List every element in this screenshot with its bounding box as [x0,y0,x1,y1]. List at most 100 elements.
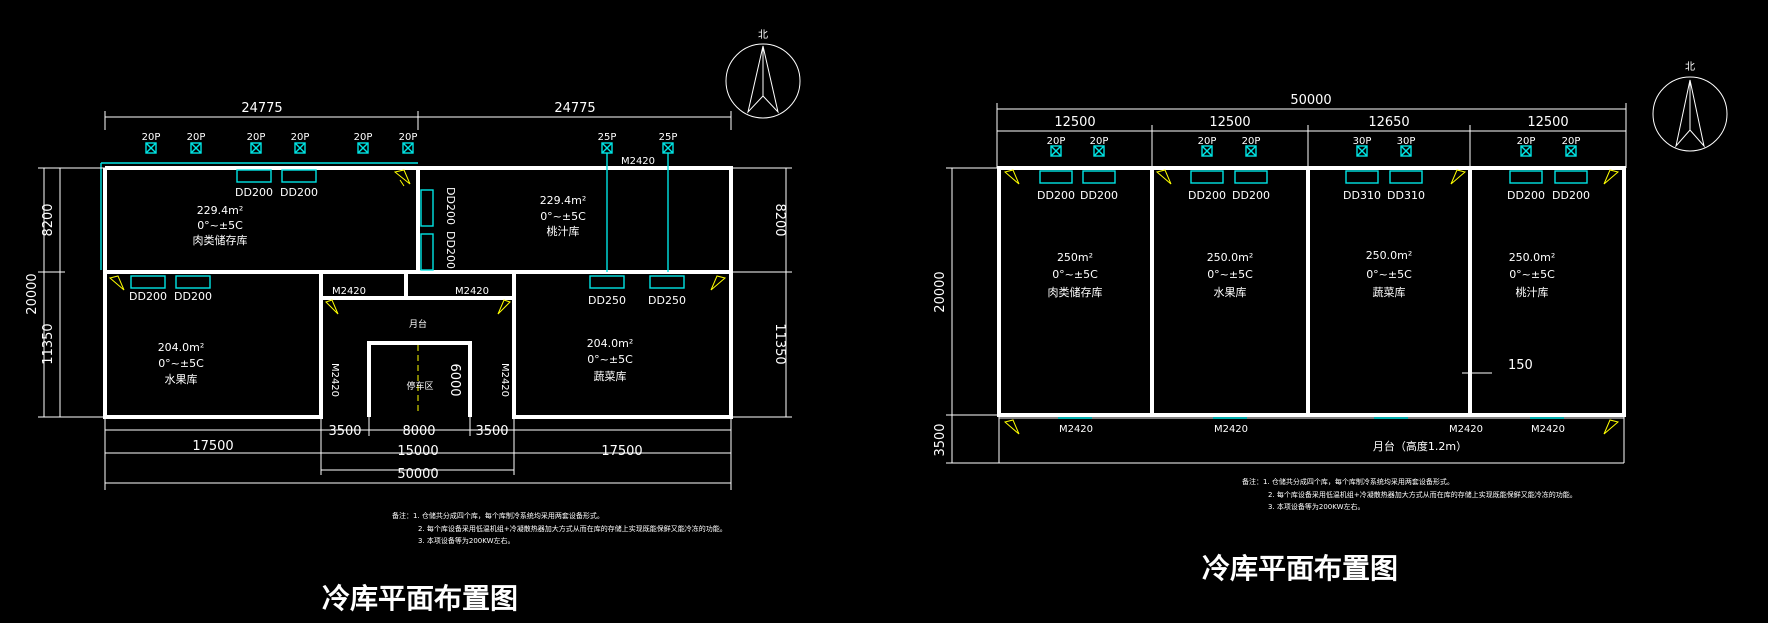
switch-label: 20P [1517,136,1536,147]
parking-label: 停车区 [406,380,433,392]
door-label: M2420 [621,156,655,167]
plan-title: 冷库平面布置图 [1202,552,1398,585]
top-dim-right: 24775 [554,101,595,116]
left-dim-lower: 11350 [41,323,56,364]
room-temp: 0°~±5C [197,219,243,232]
unit-label: DD200 [444,231,457,269]
unit-label: DD200 [1552,189,1590,202]
note-line: 备注：1. 仓储共分成四个库，每个库制冷系统均采用两套设备形式。 [1242,477,1454,486]
room-area: 250.0m² [1207,251,1254,264]
plan-title: 冷库平面布置图 [322,582,518,615]
unit-group: DD200 DD200 [129,275,212,303]
unit-group-vertical: DD200 DD200 [420,187,457,271]
top-dim-left: 24775 [241,101,282,116]
unit-group: DD250 DD250 [588,275,686,307]
left-dim-platform: 3500 [933,423,948,456]
switch-label: 20P [1090,136,1109,147]
unit-label: DD200 [1188,189,1226,202]
room-area: 229.4m² [540,194,587,207]
platform-label: 月台（高度1.2m） [1373,439,1467,453]
room-temp: 0°~±5C [158,357,204,370]
switch-label: 20P [247,132,266,143]
note-line: 3. 本项设备等为200KW左右。 [418,536,515,545]
switch-label: 20P [291,132,310,143]
pass-dim: 8000 [402,424,435,439]
side-dim-right: 17500 [601,444,642,459]
fan-icon [1003,169,1620,435]
right-dim-upper: 8200 [772,203,787,236]
room-3: 250.0m² 0°~±5C 蔬菜库 [1366,249,1413,299]
room-area: 250.0m² [1509,251,1556,264]
door-label: M2420 [1531,424,1565,435]
north-label: 北 [1685,61,1695,73]
room-temp: 0°~±5C [1509,268,1555,281]
middle-dim: 15000 [397,444,438,459]
switch-label: 20P [1198,136,1217,147]
door-label: M2420 [1449,424,1483,435]
room-name: 肉类储存库 [1048,285,1103,299]
unit-group: DD200 DD200 [235,169,318,199]
room-area: 204.0m² [158,341,205,354]
unit-label: DD310 [1343,189,1381,202]
parking-dim: 6000 [447,363,462,396]
door-label: M2420 [329,363,340,397]
room-4: 250.0m² 0°~±5C 桃汁库 [1509,251,1556,299]
switch-label: 25P [598,132,617,143]
door-label: M2420 [1214,424,1248,435]
room-name: 桃汁库 [1516,285,1549,299]
unit-label: DD200 [280,186,318,199]
room-2: 250.0m² 0°~±5C 水果库 [1207,251,1254,299]
side-dim-left: 17500 [192,439,233,454]
unit-label: DD200 [1507,189,1545,202]
unit-label: DD250 [648,294,686,307]
room-temp: 0°~±5C [1207,268,1253,281]
pass-dim: 3500 [328,424,361,439]
segment-dim: 12500 [1209,115,1250,130]
room-name: 肉类储存库 [193,233,248,247]
note-line: 2. 每个库设备采用低温机组+冷凝散热器加大方式从而在库的存储上实现既能保鲜又能… [1268,490,1577,499]
room-2: 229.4m² 0°~±5C 桃汁库 [540,194,587,238]
room-area: 229.4m² [197,204,244,217]
room-temp: 0°~±5C [1052,268,1098,281]
door-label: M2420 [1059,424,1093,435]
switch-label: 20P [399,132,418,143]
room-area: 250m² [1057,251,1093,264]
switch-label: 25P [659,132,678,143]
unit-row: DD200 DD200 DD200 DD200 DD310 DD310 DD20… [1037,170,1590,202]
segment-dim: 12500 [1527,115,1568,130]
plan-2: 北 50000 12500 12500 12650 12500 [933,61,1728,585]
room-area: 204.0m² [587,337,634,350]
total-width: 50000 [1290,93,1331,108]
switch-label: 30P [1353,136,1372,147]
room-1: 250m² 0°~±5C 肉类储存库 [1048,251,1103,299]
unit-label: DD200 [129,290,167,303]
segment-dim: 12650 [1368,115,1409,130]
unit-label: DD200 [1037,189,1075,202]
switch-label: 20P [142,132,161,143]
note-line: 3. 本项设备等为200KW左右。 [1268,502,1365,511]
door-labels: M2420 M2420 M2420 M2420 M2420 [329,156,655,397]
room-name: 蔬菜库 [594,370,627,383]
fan-icon [108,169,727,315]
room-temp: 0°~±5C [540,210,586,223]
platform-label: 月台 [409,318,427,330]
segment-dim: 12500 [1054,115,1095,130]
plan-1: 北 24775 24775 [25,29,801,615]
room-1: 229.4m² 0°~±5C 肉类储存库 [193,204,248,247]
room-4: 204.0m² 0°~±5C 蔬菜库 [587,337,634,383]
room-area: 250.0m² [1366,249,1413,262]
left-dim-upper: 8200 [41,203,56,236]
room-3: 204.0m² 0°~±5C 水果库 [158,341,205,386]
switch-label: 20P [1242,136,1261,147]
unit-label: DD200 [1080,189,1118,202]
right-dim-lower: 11350 [772,323,787,364]
north-arrow-icon: 北 [725,29,801,119]
door-label: M2420 [499,363,510,397]
switch-label: 20P [187,132,206,143]
unit-label: DD200 [174,290,212,303]
partition-dim: 150 [1508,358,1533,373]
room-name: 水果库 [165,373,198,386]
north-arrow-icon: 北 [1652,61,1728,152]
unit-label: DD250 [588,294,626,307]
